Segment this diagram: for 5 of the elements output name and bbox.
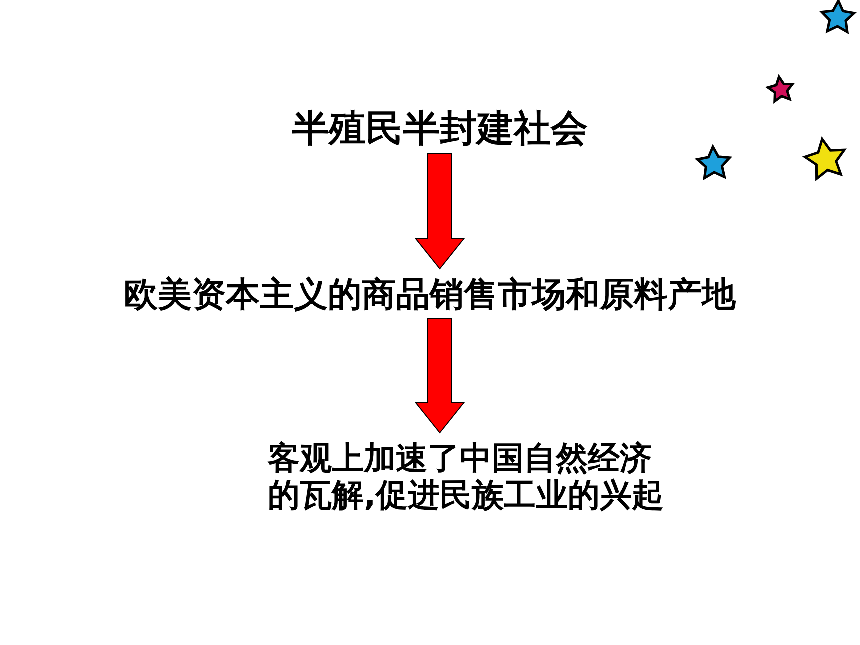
statement-text: 欧美资本主义的商品销售市场和原料产地 <box>60 276 800 316</box>
statement-text: 客观上加速了中国自然经济的瓦解,促进民族工业的兴起 <box>268 440 678 514</box>
arrow <box>414 318 466 434</box>
arrow <box>414 154 466 270</box>
statement-text: 半殖民半封建社会 <box>230 108 650 151</box>
